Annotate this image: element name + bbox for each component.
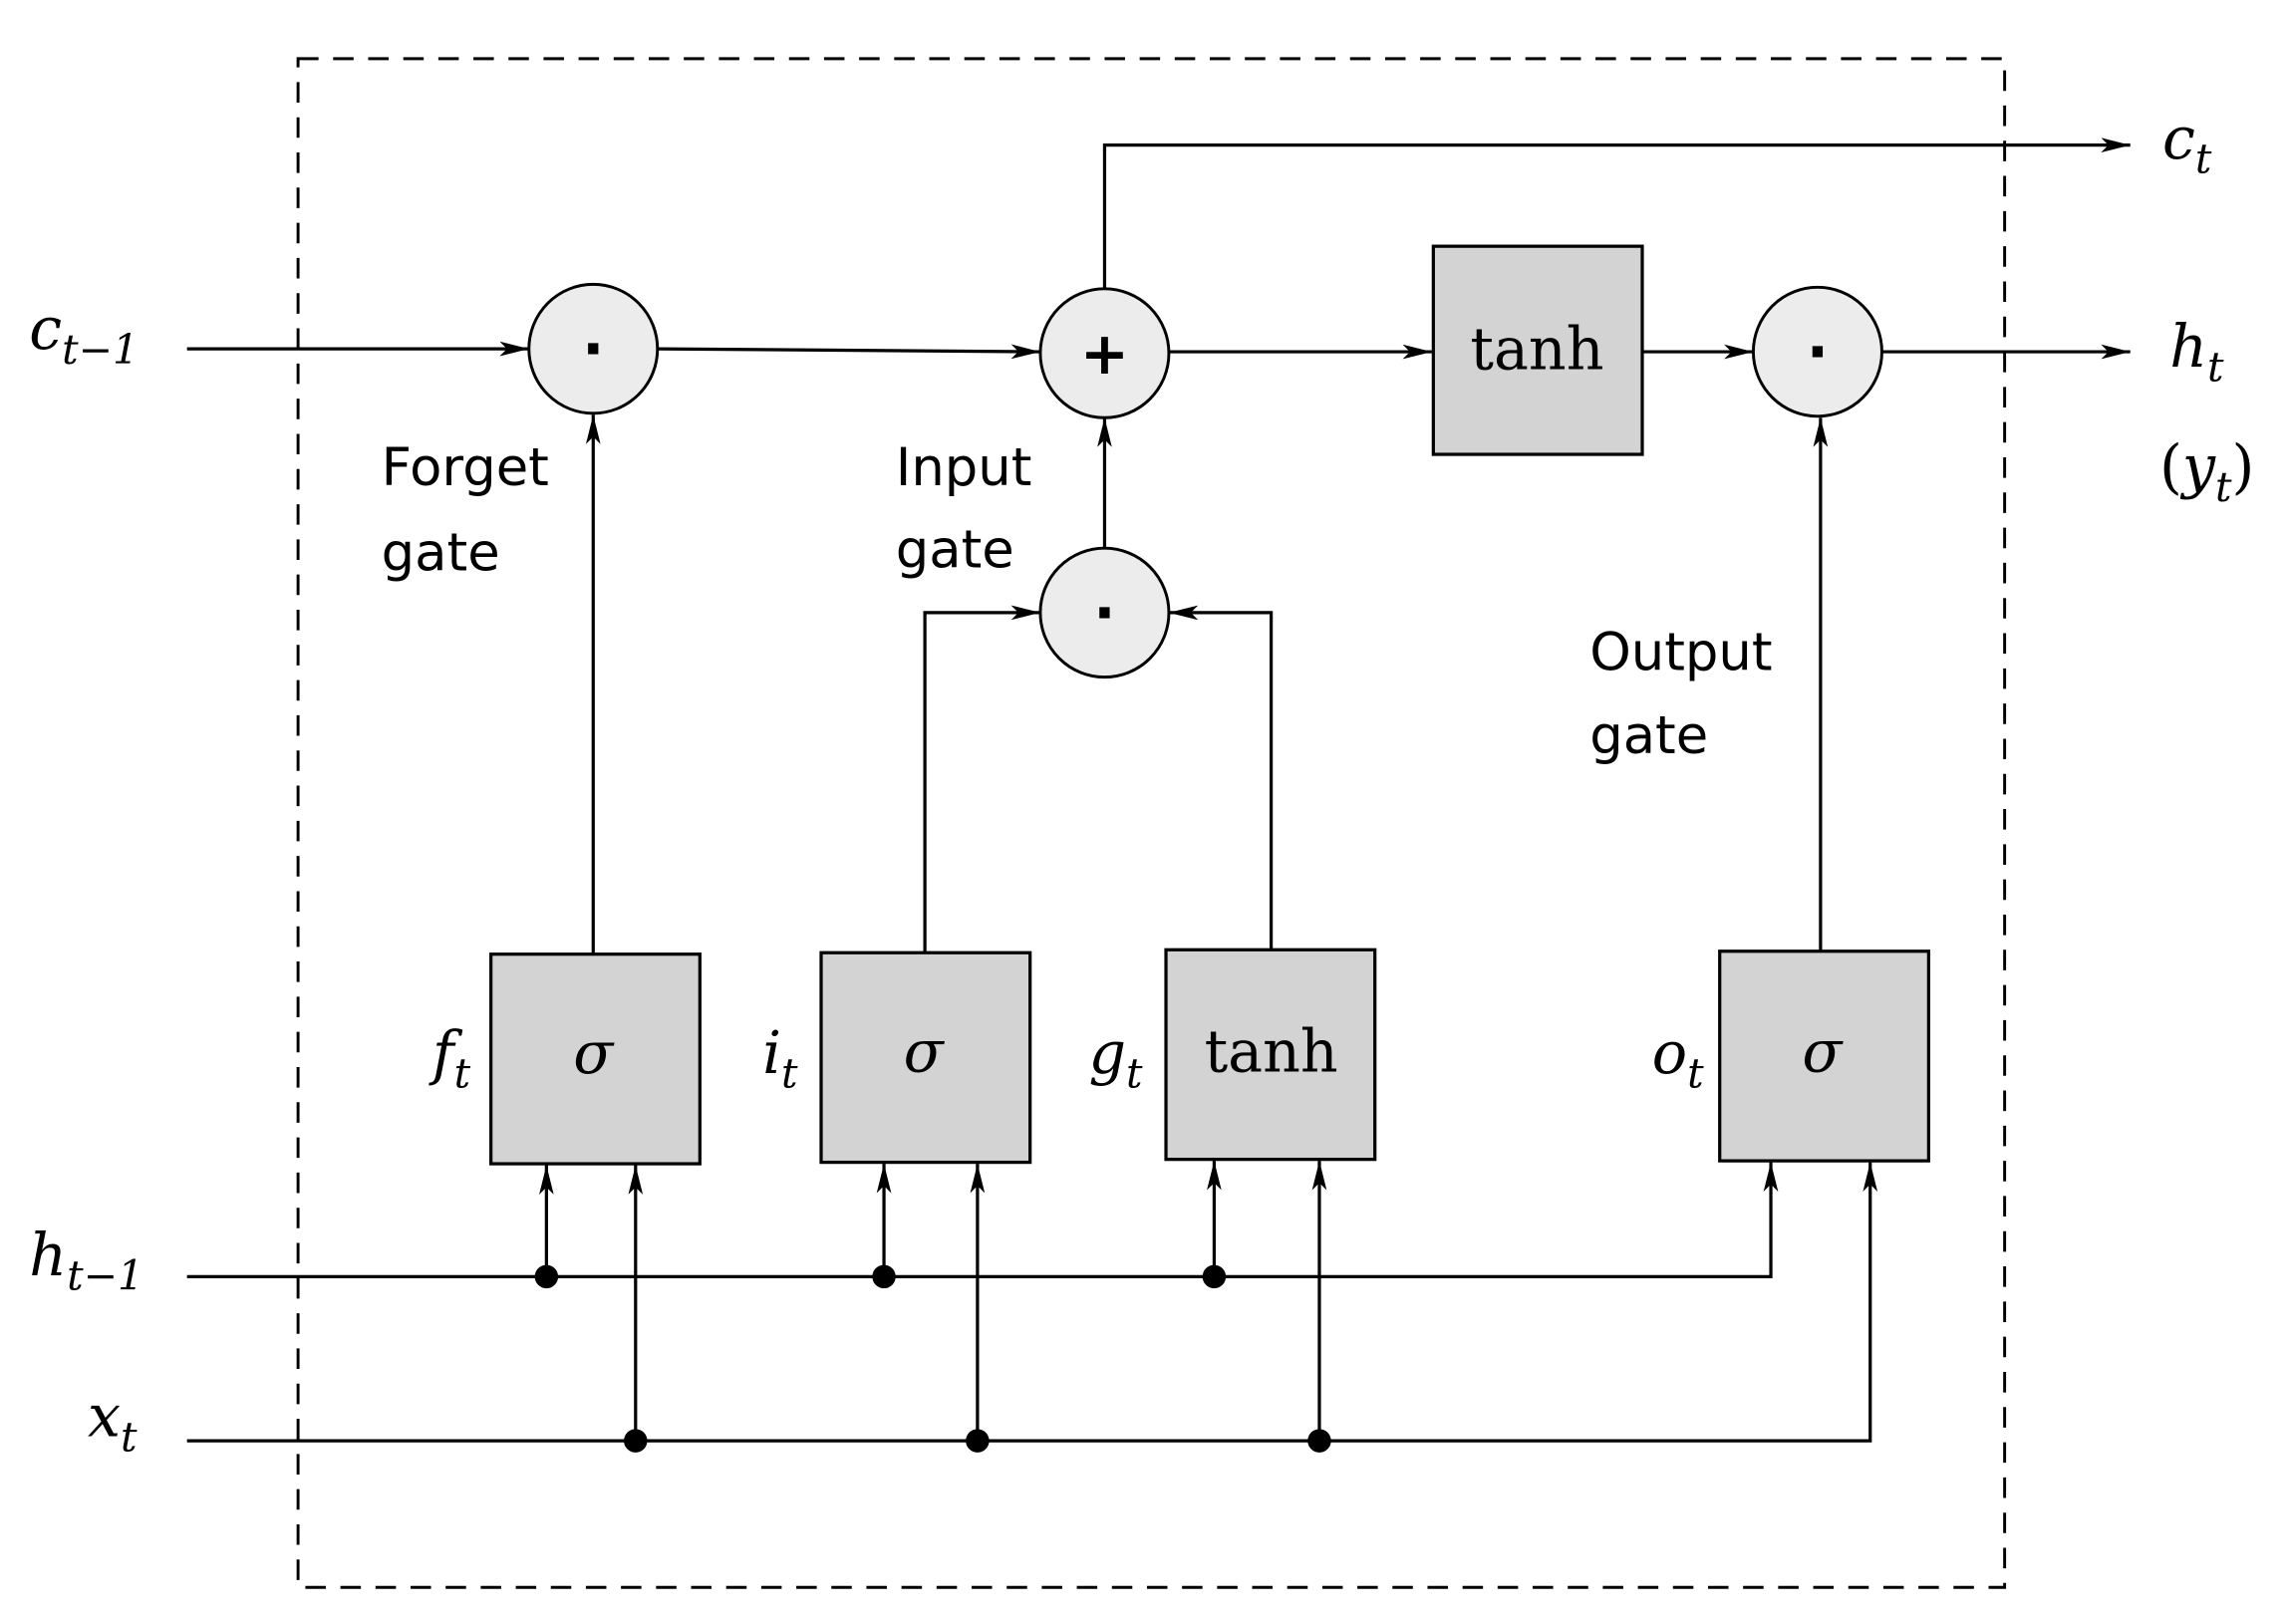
svg-text:σ: σ [1802,1016,1844,1085]
junction-dot [624,1429,648,1453]
output-gate-box: σ [1718,949,1930,1163]
svg-text:tanh: tanh [1205,1016,1338,1085]
output-gate-label: Output [1589,622,1772,682]
hidden-out-label: ht [2169,312,2224,392]
cell-tanh-box: tanh [1431,244,1644,456]
svg-text:·: · [582,315,604,384]
input-gate-label: Input [896,437,1032,498]
svg-text:·: · [1093,578,1115,647]
cell-boundary [296,57,2007,1589]
svg-text:σ: σ [904,1016,946,1085]
input-label: xt [88,1382,138,1462]
junction-dot [534,1264,559,1289]
forget-gate-box: σ [489,952,702,1166]
output-multiply-node: · [1751,285,1883,418]
junction-dot [966,1429,990,1453]
cell-out-label: ct [2162,104,2212,183]
hidden-prev-label: ht−1 [29,1220,143,1300]
svg-text:·: · [1807,318,1829,387]
cell-prev-label: ct−1 [29,294,139,374]
add-node: + [1038,287,1171,419]
junction-dot [872,1264,896,1289]
connections [186,137,2131,1453]
junction-dot [1202,1264,1227,1289]
svg-text:σ: σ [573,1018,615,1087]
output-alias-label: (yt) [2159,431,2254,511]
candidate-var-label: gt [1089,1018,1144,1098]
forget-var-label: ft [429,1018,471,1098]
forget-multiply-node: · [527,282,660,415]
junction-dot [1307,1429,1331,1453]
output-var-label: ot [1652,1018,1704,1098]
svg-text:+: + [1080,319,1129,388]
forget-gate-label: Forget [382,437,549,498]
input-multiply-node: · [1038,546,1171,679]
candidate-box: tanh [1164,947,1377,1162]
input-var-label: it [762,1018,798,1098]
forget-gate-label-2: gate [382,522,500,583]
svg-text:tanh: tanh [1470,315,1603,384]
input-gate-label-2: gate [896,519,1014,580]
input-gate-box: σ [819,950,1032,1165]
output-gate-label-2: gate [1589,705,1708,766]
